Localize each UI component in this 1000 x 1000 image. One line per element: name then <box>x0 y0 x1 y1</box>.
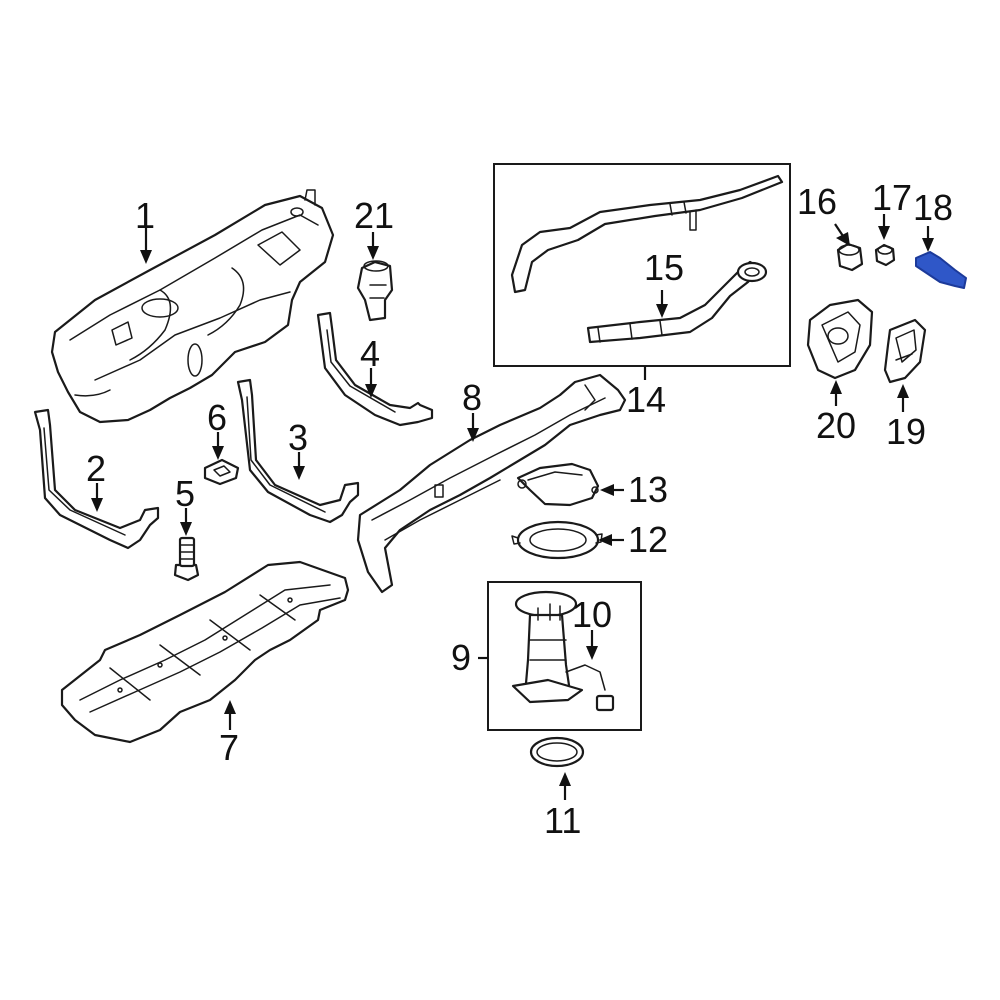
callout-20: 20 <box>816 405 856 446</box>
callout-2: 2 <box>86 448 106 489</box>
callout-15: 15 <box>644 247 684 288</box>
callout-5: 5 <box>175 473 195 514</box>
grommet-small-part[interactable] <box>874 243 896 267</box>
callout-21: 21 <box>354 195 394 236</box>
highlighted-part-shape <box>915 251 967 289</box>
filler-pipe-box <box>493 163 791 367</box>
o-ring-part[interactable] <box>529 736 585 768</box>
lock-ring-part[interactable] <box>511 520 603 560</box>
highlighted-fuel-door-spring-part[interactable] <box>915 251 967 289</box>
callout-17: 17 <box>872 177 912 218</box>
fuel-tank-part[interactable] <box>50 189 335 424</box>
callout-4: 4 <box>360 333 380 374</box>
callout-9: 9 <box>451 637 471 678</box>
pump-shield-part[interactable] <box>516 462 600 507</box>
bolt-part[interactable] <box>173 536 200 582</box>
callout-13: 13 <box>628 469 668 510</box>
callout-12: 12 <box>628 519 668 560</box>
callout-16: 16 <box>797 181 837 222</box>
tank-strap-middle-part[interactable] <box>236 378 360 524</box>
vent-tube-part[interactable] <box>510 174 784 294</box>
leader-arrows <box>91 214 934 800</box>
callout-8: 8 <box>462 377 482 418</box>
fuel-door-part[interactable] <box>883 318 927 384</box>
callout-14: 14 <box>626 379 666 420</box>
callout-18: 18 <box>913 187 953 228</box>
fuel-door-housing-part[interactable] <box>806 298 874 380</box>
callout-7: 7 <box>219 727 239 768</box>
grommet-large-part[interactable] <box>836 242 864 272</box>
callout-1: 1 <box>135 195 155 236</box>
callout-labels: 1 2 3 4 5 6 7 8 9 10 11 12 13 14 15 16 1… <box>86 177 953 841</box>
callout-6: 6 <box>207 397 227 438</box>
heat-shield-part[interactable] <box>356 373 627 594</box>
filler-pipe-part[interactable] <box>586 260 768 344</box>
nut-clip-part[interactable] <box>203 458 240 486</box>
pressure-sensor-part[interactable] <box>356 260 394 322</box>
fuel-pump-module-part[interactable] <box>511 590 615 712</box>
callout-11: 11 <box>544 800 581 841</box>
callout-3: 3 <box>288 417 308 458</box>
callout-10: 10 <box>572 594 612 635</box>
tank-strap-left-part[interactable] <box>33 408 160 550</box>
callout-19: 19 <box>886 411 926 452</box>
tank-strap-upper-part[interactable] <box>316 311 434 427</box>
skid-plate-part[interactable] <box>60 560 350 744</box>
fuel-pump-module-box <box>487 581 642 731</box>
